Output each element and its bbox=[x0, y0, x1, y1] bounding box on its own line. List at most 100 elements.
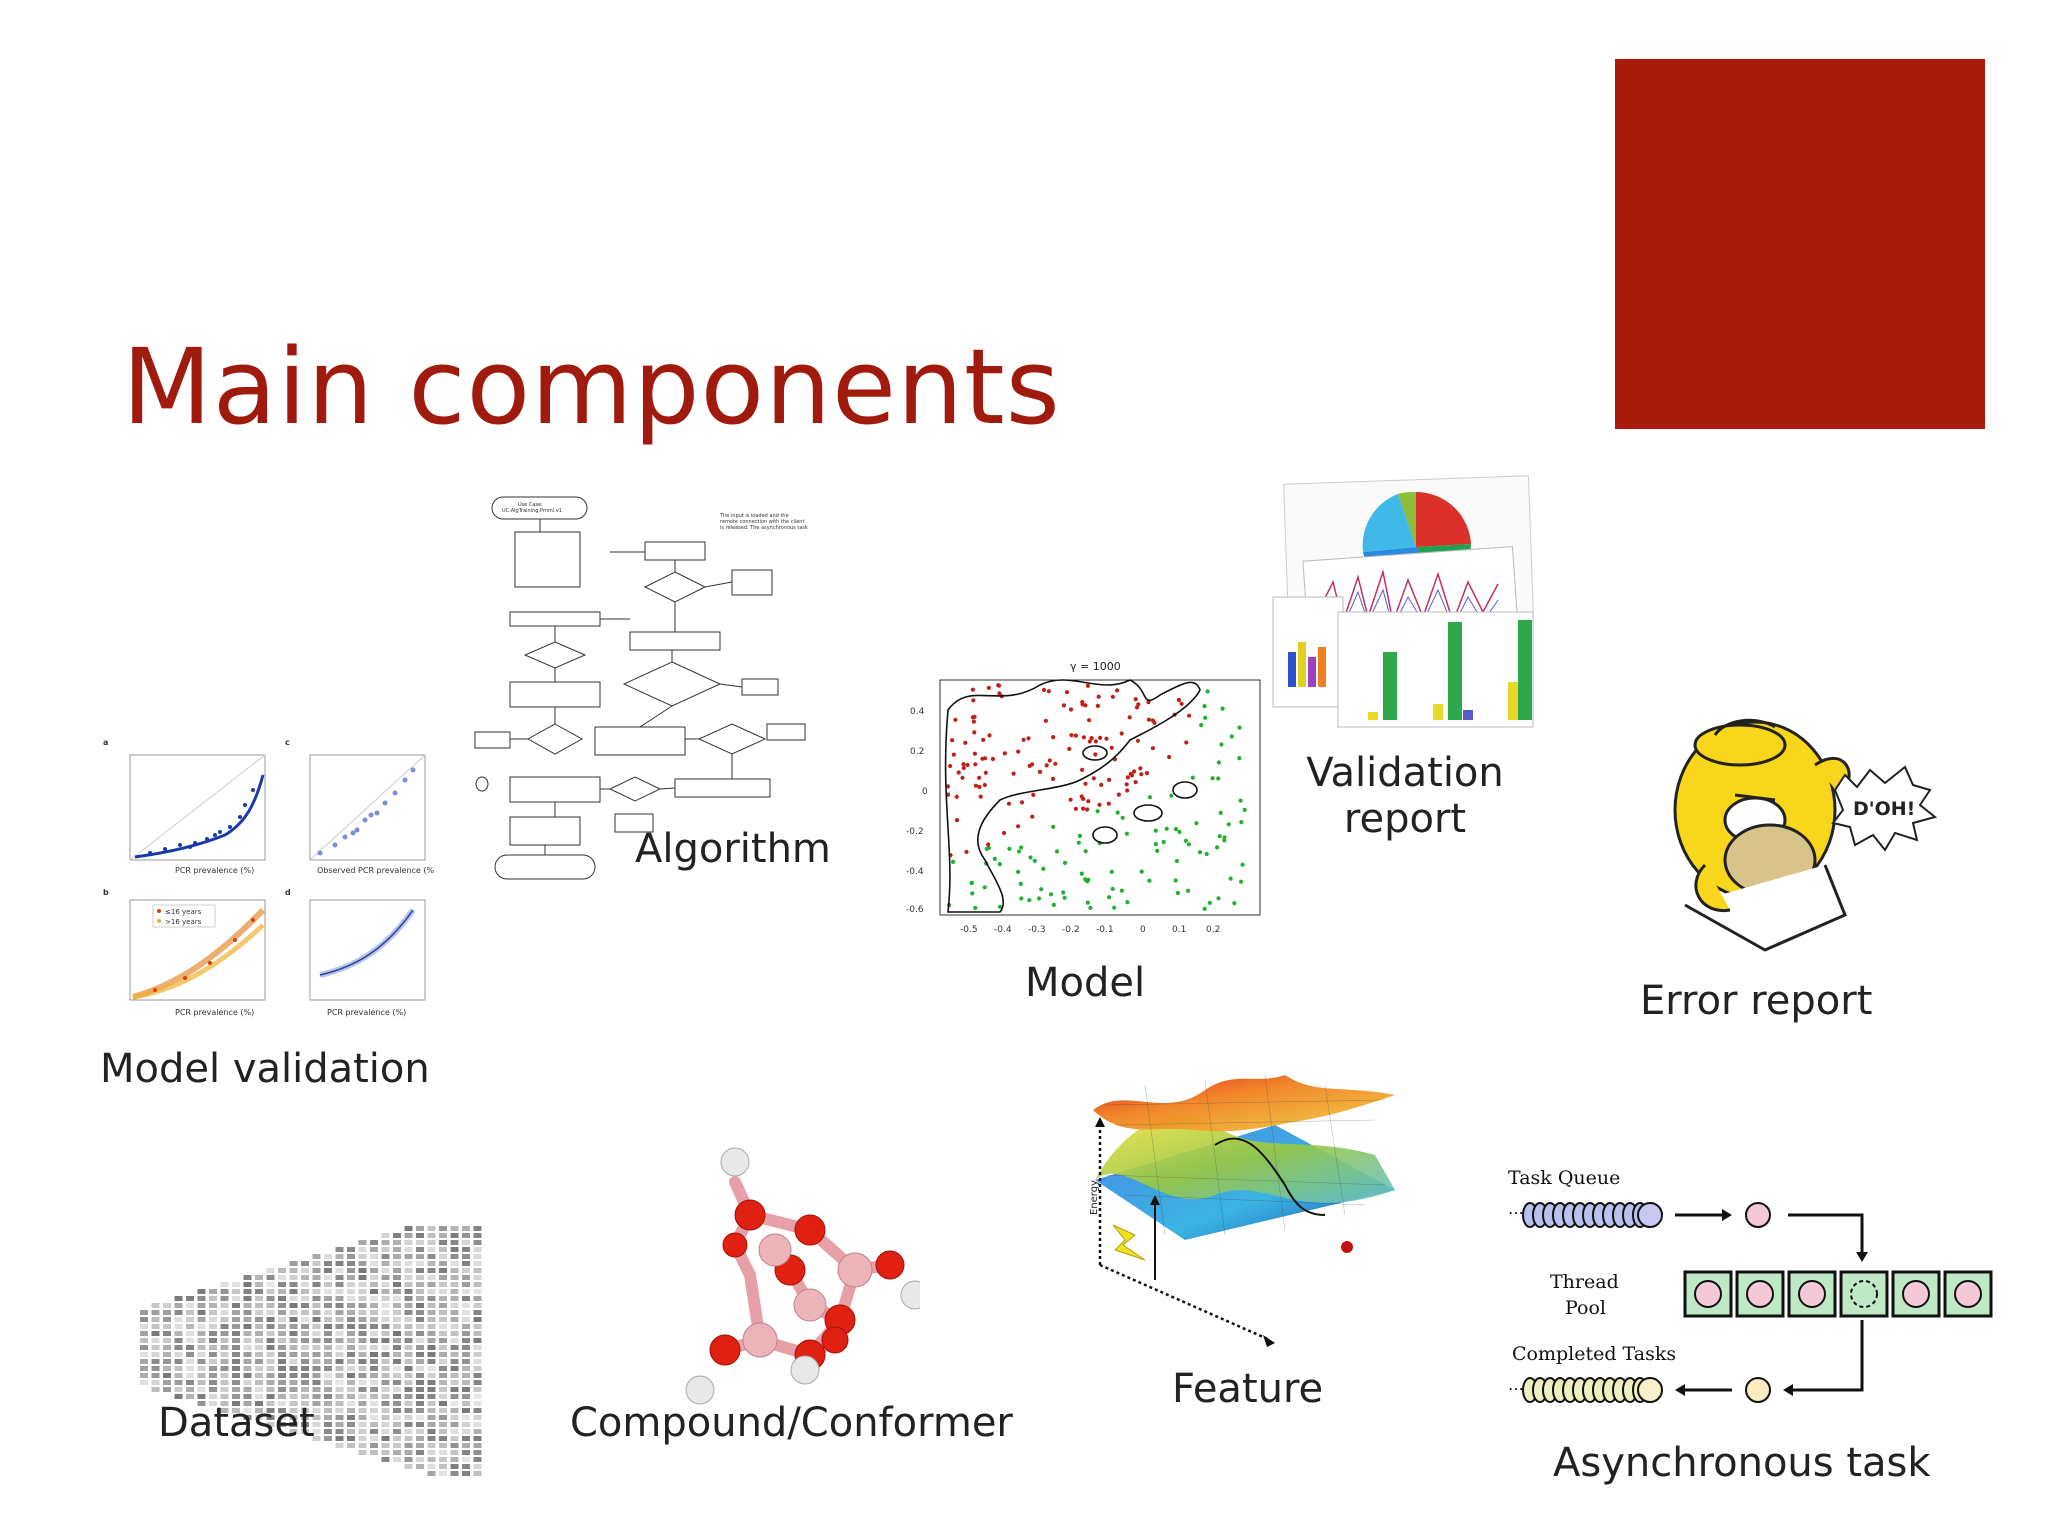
thread-cell bbox=[1735, 1270, 1785, 1318]
dataset-cell bbox=[255, 1408, 263, 1413]
dataset-cell bbox=[312, 1366, 321, 1371]
dataset-cell bbox=[301, 1261, 309, 1266]
dataset-cell bbox=[462, 1457, 470, 1462]
dataset-cell bbox=[462, 1450, 470, 1455]
dataset-cell bbox=[151, 1345, 160, 1350]
dataset-cell bbox=[301, 1303, 309, 1308]
dataset-cell bbox=[324, 1303, 332, 1308]
dataset-cell bbox=[220, 1394, 229, 1399]
model-point bbox=[1087, 718, 1092, 723]
dataset-cell bbox=[278, 1338, 286, 1343]
dataset-cell bbox=[404, 1394, 413, 1399]
dataset-cell bbox=[370, 1366, 378, 1371]
model-point bbox=[978, 794, 983, 799]
dataset-cell bbox=[427, 1366, 436, 1371]
svg-text:0: 0 bbox=[1140, 925, 1146, 935]
model-point bbox=[963, 740, 968, 745]
dataset-cell bbox=[140, 1345, 148, 1350]
dataset-cell bbox=[416, 1289, 424, 1294]
dataset-cell bbox=[243, 1310, 252, 1315]
model-point bbox=[1099, 782, 1104, 787]
model-point bbox=[1064, 690, 1070, 695]
dataset-cell bbox=[439, 1443, 447, 1448]
dataset-cell bbox=[174, 1352, 183, 1357]
dataset-cell bbox=[312, 1254, 321, 1259]
dataset-cell bbox=[266, 1366, 275, 1371]
model-point bbox=[1173, 827, 1179, 832]
dataset-cell bbox=[358, 1387, 367, 1392]
dataset-cell bbox=[473, 1429, 482, 1434]
dataset-cell bbox=[151, 1387, 160, 1392]
model-point bbox=[1104, 736, 1109, 741]
dataset-cell bbox=[450, 1443, 459, 1448]
dataset-cell bbox=[243, 1394, 252, 1399]
dataset-cell bbox=[209, 1289, 217, 1294]
dataset-cell bbox=[312, 1352, 321, 1357]
dataset-cell bbox=[439, 1457, 447, 1462]
dataset-cell bbox=[404, 1380, 413, 1385]
dataset-cell bbox=[439, 1352, 447, 1357]
model-point bbox=[1077, 833, 1082, 838]
model-point bbox=[1085, 807, 1090, 812]
dataset-cell bbox=[427, 1401, 436, 1406]
dataset-cell bbox=[163, 1345, 171, 1350]
legend-old: >16 years bbox=[165, 918, 202, 926]
dataset-cell bbox=[358, 1345, 367, 1350]
dataset-cell bbox=[439, 1429, 447, 1434]
model-point bbox=[1110, 886, 1115, 891]
dataset-cell bbox=[370, 1422, 378, 1427]
dataset-cell bbox=[416, 1247, 424, 1252]
dataset-cell bbox=[381, 1289, 390, 1294]
panel-b-xlabel: PCR prevalence (%) bbox=[175, 1008, 254, 1017]
model-point bbox=[1027, 898, 1032, 903]
model-point bbox=[1062, 860, 1068, 865]
model-point bbox=[1150, 746, 1155, 751]
dataset-cell bbox=[381, 1401, 390, 1406]
dataset-cell bbox=[404, 1317, 413, 1322]
dataset-cell bbox=[347, 1296, 355, 1301]
dataset-cell bbox=[324, 1324, 332, 1329]
dataset-cell bbox=[358, 1317, 367, 1322]
model-point bbox=[1016, 849, 1022, 854]
model-point bbox=[1152, 720, 1157, 725]
dataset-cell bbox=[393, 1345, 401, 1350]
dataset-cell bbox=[450, 1233, 459, 1238]
dataset-cell bbox=[416, 1310, 424, 1315]
model-point bbox=[1124, 831, 1129, 836]
dataset-cell bbox=[347, 1401, 355, 1406]
dataset-cell bbox=[370, 1324, 378, 1329]
dataset-cell bbox=[335, 1317, 344, 1322]
dataset-cell bbox=[473, 1240, 482, 1245]
model-point bbox=[1199, 723, 1204, 728]
model-point bbox=[1041, 687, 1047, 692]
dataset-cell bbox=[439, 1359, 447, 1364]
model-point bbox=[965, 762, 970, 768]
energy-axis-label: Energy bbox=[1089, 1180, 1100, 1215]
algorithm-flowchart: Use Case:UC.AlgTraining.Pmml.v1 The inpu… bbox=[474, 496, 808, 880]
dataset-cell bbox=[404, 1268, 413, 1273]
model-point bbox=[1109, 869, 1114, 874]
dataset-cell bbox=[347, 1275, 355, 1280]
dataset-cell bbox=[232, 1310, 240, 1315]
dataset-cell bbox=[473, 1324, 482, 1329]
dataset-cell bbox=[462, 1296, 470, 1301]
dataset-cell bbox=[243, 1373, 252, 1378]
dataset-cell bbox=[312, 1373, 321, 1378]
dataset-cell bbox=[209, 1331, 217, 1336]
dataset-cell bbox=[278, 1394, 286, 1399]
dataset-cell bbox=[140, 1317, 148, 1322]
dataset-cell bbox=[381, 1275, 390, 1280]
dataset-cell bbox=[174, 1373, 183, 1378]
model-point bbox=[1007, 846, 1012, 851]
dataset-cell bbox=[335, 1261, 344, 1266]
dataset-cell bbox=[301, 1331, 309, 1336]
dataset-cell bbox=[186, 1359, 194, 1364]
dataset-cell bbox=[439, 1296, 447, 1301]
dataset-cell bbox=[335, 1429, 344, 1434]
model-point bbox=[1085, 683, 1090, 688]
model-point bbox=[1218, 810, 1223, 815]
completed-task-items bbox=[1522, 1377, 1663, 1403]
dataset-cell bbox=[427, 1429, 436, 1434]
dataset-cell bbox=[335, 1324, 344, 1329]
model-point bbox=[945, 784, 951, 789]
